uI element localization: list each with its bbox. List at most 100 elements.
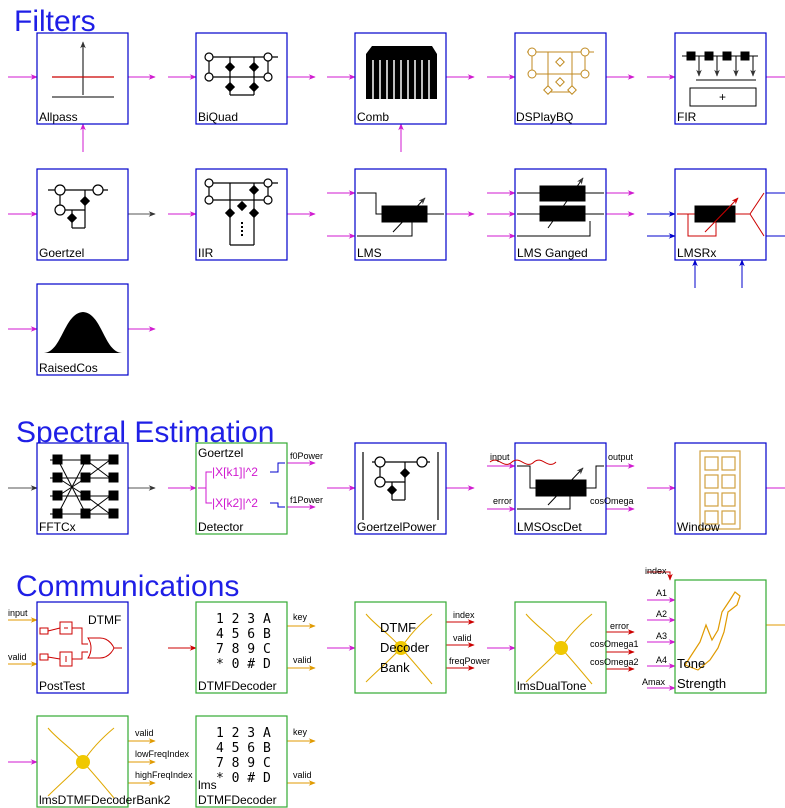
keypad-row4: * 0 # D (216, 771, 271, 786)
lmsoscdet-out1: output (608, 452, 634, 462)
keypad-row3: 7 8 9 C (216, 642, 271, 657)
lms-label: LMS (357, 246, 382, 260)
lms-icon (357, 192, 444, 237)
goertzel-detector-eq1: |X[k1]|^2 (212, 465, 258, 479)
goertzelpower-icon (362, 452, 439, 520)
dtmf-bank-out2: valid (453, 633, 472, 643)
goertzel-detector-icon (198, 462, 285, 508)
iir-block[interactable]: IIR (168, 168, 316, 261)
radial-burst-icon (47, 727, 115, 799)
comb-label: Comb (357, 110, 389, 124)
iir-label: IIR (198, 246, 214, 260)
goertzel-detector-out2: f1Power (290, 495, 323, 505)
lmsrx-icon (677, 192, 765, 237)
goertzel-block[interactable]: Goertzel (8, 168, 156, 261)
biquad-block[interactable]: BiQuad (168, 32, 316, 125)
dsplaybq-icon (527, 47, 594, 95)
lms-ganged-icon (517, 177, 604, 237)
dtmfdecoder-block[interactable]: 1 2 3 A 4 5 6 B 7 8 9 C * 0 # D key vali… (168, 601, 316, 694)
window-icon (699, 450, 741, 530)
lmsrx-label: LMSRx (677, 246, 716, 260)
keypad-row2: 4 5 6 B (216, 627, 271, 642)
keypad-row1: 1 2 3 A (216, 726, 271, 741)
lmsrx-block[interactable]: LMSRx (647, 168, 785, 288)
dtmf-bank-out1: index (453, 610, 475, 620)
lmsoscdet-icon (489, 459, 604, 510)
biquad-label: BiQuad (198, 110, 238, 124)
goertzel-detector-eq2: |X[k2]|^2 (212, 496, 258, 510)
lmsdualtone-out3: cosOmega2 (590, 657, 639, 667)
window-block[interactable]: Window (647, 442, 785, 535)
goertzel-label: Goertzel (39, 246, 84, 260)
lmsdualtone-label: lmsDualTone (517, 679, 587, 693)
posttest-in2: valid (8, 652, 27, 662)
lmsoscdet-label: LMSOscDet (517, 520, 582, 534)
lmsbank2-out2: lowFreqIndex (135, 749, 190, 759)
keypad-icon: 1 2 3 A 4 5 6 B 7 8 9 C * 0 # D (216, 726, 271, 786)
fir-label: FIR (677, 110, 697, 124)
fir-block[interactable]: + FIR (647, 32, 785, 125)
goertzel-detector-label: Detector (198, 520, 243, 534)
lmsbank2-out1: valid (135, 728, 154, 738)
tone-strength-in4: A4 (656, 655, 667, 665)
fir-icon (682, 51, 758, 107)
lmsdualtone-out2: cosOmega1 (590, 639, 639, 649)
lmsdtmfdecoderbank2-block[interactable]: valid lowFreqIndex highFreqIndex lmsDTMF… (8, 715, 193, 808)
posttest-icon (39, 621, 122, 667)
tone-strength-in5: Amax (642, 677, 666, 687)
biquad-icon (204, 52, 278, 96)
posttest-block[interactable]: DTMF input valid PostTest (8, 601, 129, 694)
lmsdualtone-block[interactable]: error cosOmega1 cosOmega2 lmsDualTone (487, 601, 639, 694)
fir-sum-label: + (719, 90, 726, 104)
dtmf-bank-line2: Decoder (380, 640, 430, 655)
dtmfdecoder-label: DTMFDecoder (198, 679, 277, 693)
dtmfdecoder-out1: key (293, 612, 308, 622)
iir-icon (204, 178, 278, 246)
goertzel-icon (48, 184, 108, 229)
window-label: Window (677, 520, 720, 534)
comb-block[interactable]: Comb (327, 32, 475, 152)
goertzel-detector-block[interactable]: Goertzel |X[k1]|^2 |X[k2]|^2 f0Power f1P… (168, 442, 323, 535)
dtmf-bank-line1: DTMF (380, 620, 416, 635)
dtmfdecoder-out2: valid (293, 655, 312, 665)
lmsdualtone-out1: error (610, 621, 629, 631)
posttest-in1: input (8, 608, 28, 618)
goertzel-detector-out1: f0Power (290, 451, 323, 461)
fftcx-label: FFTCx (39, 520, 76, 534)
lms-block[interactable]: LMS (327, 168, 475, 261)
lms-ganged-label: LMS Ganged (517, 246, 588, 260)
lms-ganged-block[interactable]: LMS Ganged (487, 168, 635, 261)
tone-strength-line1: Tone (677, 656, 705, 671)
strongman-arm-icon (684, 591, 741, 671)
lms-dtmfdecoder-label2: DTMFDecoder (198, 793, 277, 807)
raisedcos-label: RaisedCos (39, 361, 98, 375)
tone-strength-in1: A1 (656, 588, 667, 598)
fftcx-block[interactable]: FFTCx (8, 442, 156, 535)
allpass-block[interactable]: Allpass (8, 32, 156, 152)
tone-strength-in2: A2 (656, 609, 667, 619)
dsplaybq-block[interactable]: DSPlayBQ (487, 32, 635, 125)
radial-burst-icon (525, 613, 593, 685)
comb-icon (366, 46, 437, 99)
keypad-icon: 1 2 3 A 4 5 6 B 7 8 9 C * 0 # D (216, 612, 271, 672)
keypad-row1: 1 2 3 A (216, 612, 271, 627)
tone-strength-in0: index (645, 566, 667, 576)
tone-strength-line2: Strength (677, 676, 726, 691)
allpass-label: Allpass (39, 110, 78, 124)
goertzelpower-block[interactable]: GoertzelPower (327, 442, 475, 535)
tone-strength-block[interactable]: index A1 A2 A3 A4 Amax Tone Strength (642, 566, 785, 694)
lmsoscdet-in1: input (490, 452, 510, 462)
fft-butterfly-icon (50, 454, 119, 519)
lms-dtmfdecoder-label1: lms (198, 778, 217, 792)
lms-dtmfdecoder-block[interactable]: 1 2 3 A 4 5 6 B 7 8 9 C * 0 # D key vali… (195, 715, 316, 808)
radial-burst-icon (365, 613, 433, 685)
lmsbank2-label: lmsDTMFDecoderBank2 (39, 793, 171, 807)
keypad-row4: * 0 # D (216, 657, 271, 672)
keypad-row3: 7 8 9 C (216, 756, 271, 771)
dtmf-decoder-bank-block[interactable]: DTMF Decoder Bank index valid freqPower (327, 601, 490, 694)
raisedcos-block[interactable]: RaisedCos (8, 283, 156, 376)
lms-dtmfdecoder-out1: key (293, 727, 308, 737)
dtmf-bank-out3: freqPower (449, 656, 490, 666)
lmsoscdet-block[interactable]: input error output cosOmega LMSOscDet (487, 442, 635, 535)
lmsbank2-out3: highFreqIndex (135, 770, 193, 780)
